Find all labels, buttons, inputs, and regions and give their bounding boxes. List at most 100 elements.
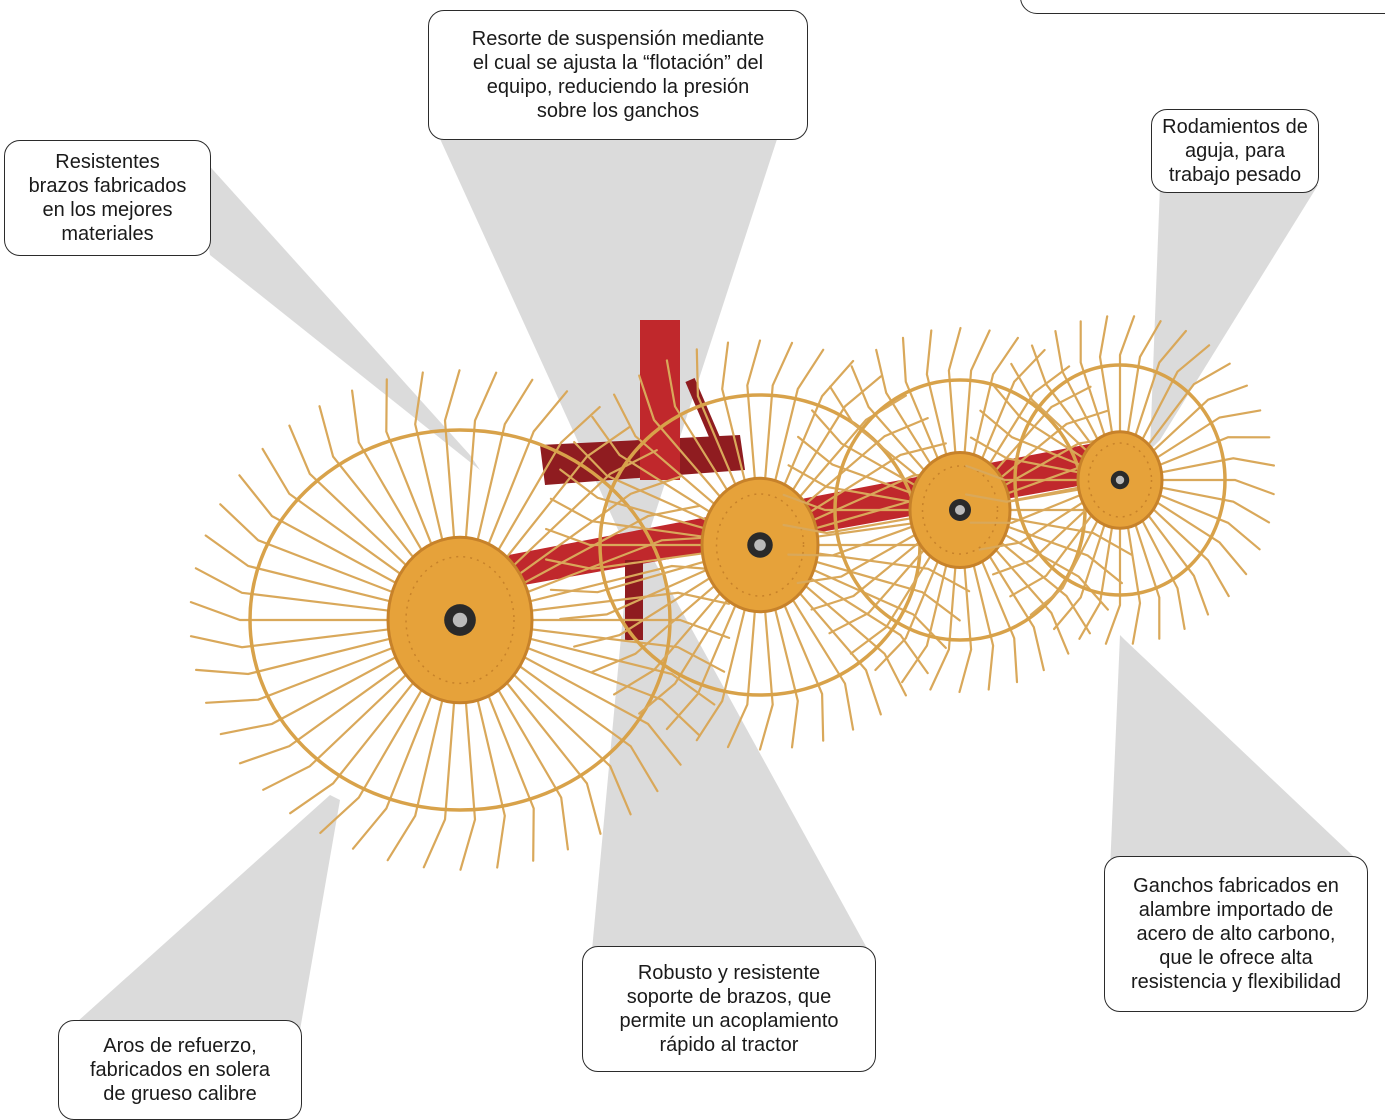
tine [1138, 495, 1230, 598]
tine [488, 650, 632, 816]
tine [1123, 503, 1142, 645]
callout-reinforcement-rings-pointer-beam [68, 795, 340, 1030]
tine [1140, 409, 1262, 469]
tine [758, 578, 774, 751]
callout-suspension-spring-text: Resorte de suspensión mediante el cual s… [471, 28, 765, 122]
tine [988, 513, 1133, 556]
tine [189, 601, 418, 622]
tine [849, 534, 945, 655]
tine [194, 567, 419, 616]
tine [971, 536, 1019, 684]
wheel-bolt [754, 539, 766, 551]
tine [351, 659, 447, 850]
callout-reinforcement-rings-text: Aros de refuerzo, fabricados en solera d… [89, 1035, 271, 1105]
callout-arms-pointer-beam [195, 150, 480, 470]
tine [695, 348, 749, 514]
tine [829, 385, 938, 493]
callout-arms-text: Resistentes brazos fabricados en los mej… [28, 151, 187, 245]
tine [1079, 320, 1113, 458]
tine [985, 523, 1109, 611]
tine [761, 341, 794, 512]
tine [414, 371, 453, 579]
callout-hooks: Ganchos fabricados en alambre importado … [1104, 856, 1368, 1012]
tine [875, 348, 945, 486]
tine [1053, 502, 1113, 631]
tine [288, 424, 432, 590]
tine [459, 662, 477, 871]
tine [979, 385, 1092, 489]
tine [901, 336, 949, 484]
tine [467, 378, 534, 579]
tine [784, 417, 929, 523]
tine [205, 636, 422, 704]
tine [318, 405, 437, 586]
tine [319, 657, 442, 834]
tine [1127, 329, 1187, 458]
tine [982, 409, 1110, 493]
tine [797, 435, 933, 502]
tine [473, 390, 569, 581]
tine [965, 483, 1097, 503]
callout-suspension-spring: Resorte de suspensión mediante el cual s… [428, 10, 808, 140]
tine [573, 563, 733, 648]
tine [549, 554, 728, 594]
tine [502, 618, 731, 639]
tine [975, 365, 1071, 486]
tine [975, 534, 1045, 672]
rake-wheels [189, 315, 1275, 871]
tine [1131, 344, 1211, 460]
tine [901, 538, 954, 684]
tine [966, 336, 1019, 482]
tine [1030, 344, 1105, 462]
wheel-disc-rivets [921, 465, 999, 555]
tine [787, 464, 932, 507]
tine [501, 624, 726, 673]
tine [1010, 362, 1102, 465]
tine [771, 359, 855, 514]
callout-frame-support: Robusto y resistente soporte de brazos, … [582, 946, 876, 1072]
tine [591, 415, 733, 527]
tine [782, 493, 932, 512]
tine [219, 503, 422, 604]
tine [1143, 483, 1271, 524]
wheel-disc-rivets [715, 493, 805, 597]
wheel-bolt [1115, 475, 1125, 485]
tine [874, 536, 949, 672]
tine [992, 384, 1100, 469]
tine [461, 371, 498, 578]
tine [766, 348, 825, 513]
tine [947, 326, 962, 482]
tine [787, 563, 929, 675]
tine [782, 513, 932, 535]
tine [386, 661, 453, 862]
tine [1135, 498, 1210, 616]
tine [500, 630, 716, 706]
tine [1054, 330, 1109, 460]
tine [811, 409, 935, 497]
tine [925, 329, 954, 482]
tine [1104, 504, 1122, 645]
tine [351, 389, 442, 583]
tine [1098, 315, 1117, 457]
tine [1078, 503, 1117, 640]
tine [545, 549, 727, 570]
tine [591, 567, 736, 673]
tine [613, 571, 740, 696]
tine [478, 406, 601, 583]
tine [195, 630, 420, 676]
tine [573, 441, 730, 531]
tine [559, 468, 728, 536]
callout-needle-bearings-pointer-beam [1150, 185, 1318, 450]
tine [726, 578, 759, 749]
tine [1138, 384, 1248, 465]
tine [1118, 315, 1136, 456]
callout-frame-support-text: Robusto y resistente soporte de brazos, … [619, 962, 839, 1056]
tine [766, 577, 799, 749]
tine [1140, 491, 1248, 576]
rake-wheel-4 [965, 315, 1275, 645]
tine [545, 527, 727, 547]
tine [1144, 478, 1275, 496]
tine [1143, 457, 1275, 477]
tine [1142, 436, 1271, 473]
